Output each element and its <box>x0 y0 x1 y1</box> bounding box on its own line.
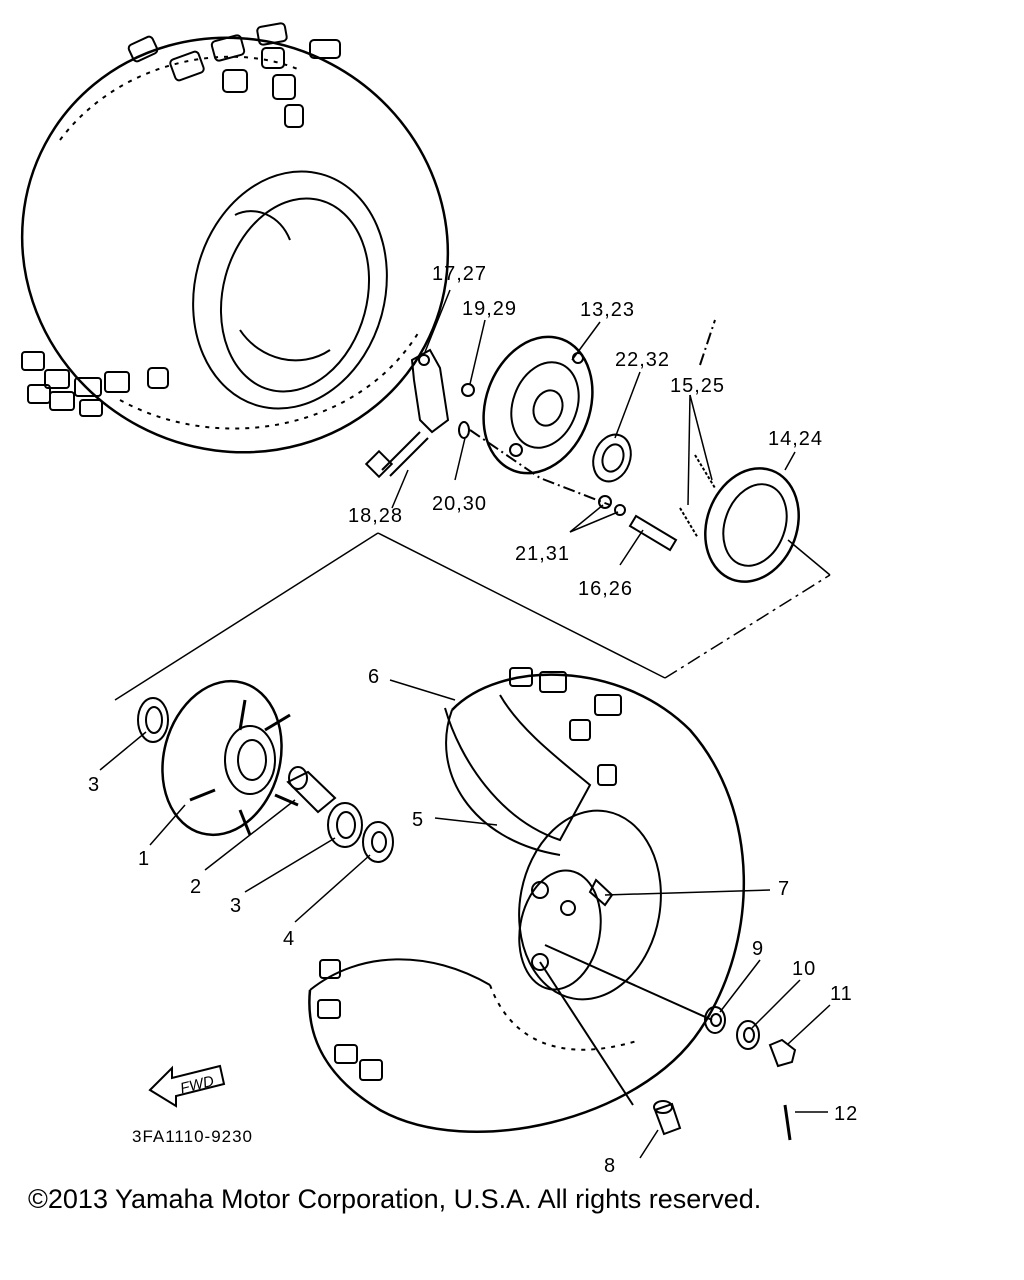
callout-15-25: 15,25 <box>670 375 725 397</box>
callout-labels: 17,27 19,29 13,23 22,32 15,25 14,24 18,2… <box>88 263 858 1177</box>
callout-8: 8 <box>604 1155 616 1177</box>
callout-19-29: 19,29 <box>462 298 517 320</box>
leader-lines <box>99 289 831 1159</box>
part-code: 3FA1110-9230 <box>132 1127 253 1146</box>
callout-5: 5 <box>412 809 424 831</box>
callout-6: 6 <box>368 666 380 688</box>
callout-14-24: 14,24 <box>768 428 823 450</box>
fwd-label: FWD <box>179 1073 216 1098</box>
callout-12: 12 <box>834 1103 858 1125</box>
axle-parts <box>539 944 797 1141</box>
callout-10: 10 <box>792 958 816 980</box>
callout-16-26: 16,26 <box>578 578 633 600</box>
callout-9: 9 <box>752 938 764 960</box>
callout-21-31: 21,31 <box>515 543 570 565</box>
callout-7: 7 <box>778 878 790 900</box>
upper-tire <box>20 22 450 454</box>
callout-11: 11 <box>830 983 853 1005</box>
callout-3-seal: 3 <box>88 774 100 796</box>
callout-3-bearing: 3 <box>230 895 242 917</box>
lower-tire <box>308 667 746 1134</box>
callout-22-32: 22,32 <box>615 349 670 371</box>
callout-18-28: 18,28 <box>348 505 403 527</box>
copyright-notice: ©2013 Yamaha Motor Corporation, U.S.A. A… <box>28 1184 762 1214</box>
fwd-arrow-icon <box>148 1064 226 1108</box>
callout-4: 4 <box>283 928 295 950</box>
hub-assembly <box>137 679 394 863</box>
assembly-bracket-lines <box>114 532 831 701</box>
callout-13-23: 13,23 <box>580 299 635 321</box>
callout-1: 1 <box>138 848 150 870</box>
brake-assembly <box>364 319 800 583</box>
callout-17-27: 17,27 <box>432 263 487 285</box>
callout-2: 2 <box>190 876 202 898</box>
callout-20-30: 20,30 <box>432 493 487 515</box>
